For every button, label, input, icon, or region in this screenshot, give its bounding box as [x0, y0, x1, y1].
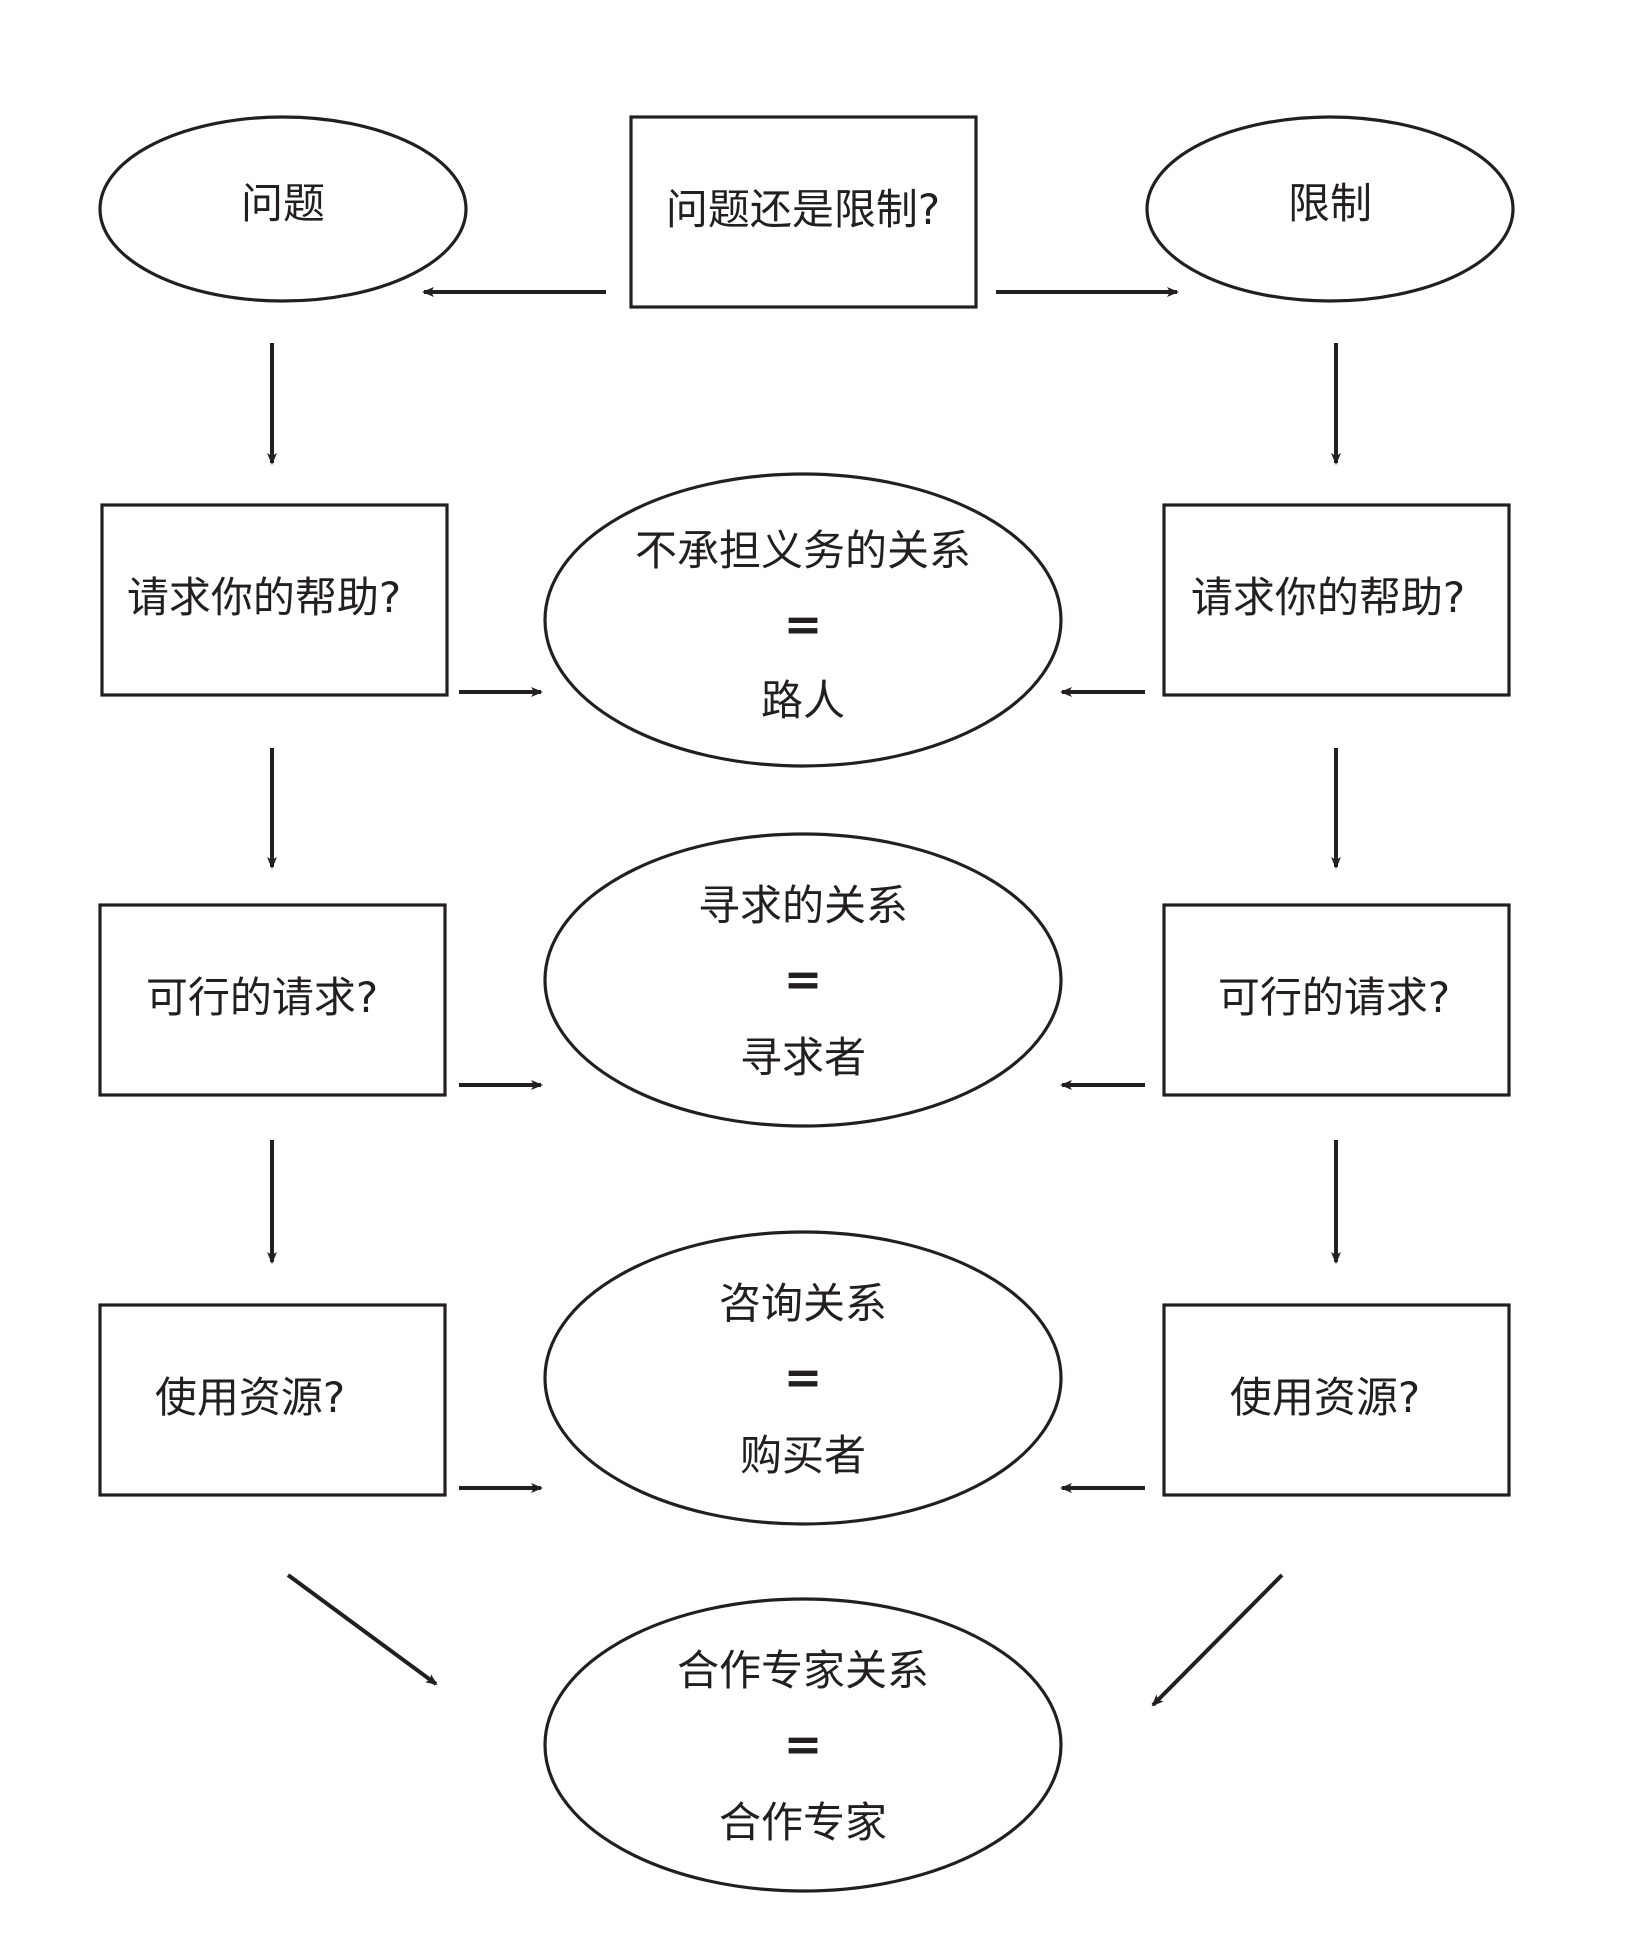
ask-help-right-label: 请求你的帮助? [1191, 573, 1465, 622]
consult-relation-label: 咨询关系 [719, 1279, 887, 1328]
bystander-role-label: 路人 [761, 676, 845, 725]
arrow-right-to-partner [1151, 1573, 1284, 1707]
limit-ellipse: 限制 [1145, 115, 1515, 303]
feasible-left-box: 可行的请求? [98, 903, 447, 1097]
ask-help-right-box: 请求你的帮助? [1162, 503, 1511, 697]
use-resources-left-label: 使用资源? [155, 1373, 345, 1422]
use-resources-left-box: 使用资源? [98, 1303, 447, 1497]
feasible-right-box: 可行的请求? [1162, 903, 1511, 1097]
bystander-relation-label: 不承担义务的关系 [635, 526, 971, 575]
seeker-role-label: 寻求者 [740, 1033, 866, 1082]
partner-role-label: 合作专家 [719, 1798, 887, 1847]
problem-ellipse: 问题 [98, 115, 468, 303]
root-question-box: 问题还是限制? [629, 115, 978, 309]
feasible-right-label: 可行的请求? [1218, 973, 1450, 1022]
partner-relation-label: 合作专家关系 [677, 1646, 929, 1695]
problem-label: 问题 [241, 179, 325, 228]
seeker-relation-ellipse: 寻求的关系 = 寻求者 [543, 832, 1063, 1128]
use-resources-right-box: 使用资源? [1162, 1303, 1511, 1497]
feasible-left-label: 可行的请求? [146, 973, 378, 1022]
arrow-left-to-partner [286, 1573, 438, 1686]
consult-relation-ellipse: 咨询关系 = 购买者 [543, 1230, 1063, 1526]
seeker-equals-sign: = [784, 952, 823, 1006]
limit-label: 限制 [1288, 179, 1372, 228]
partner-equals-sign: = [784, 1717, 823, 1771]
partner-relation-ellipse: 合作专家关系 = 合作专家 [543, 1597, 1063, 1893]
bystander-relation-ellipse: 不承担义务的关系 = 路人 [543, 472, 1063, 768]
consult-equals-sign: = [784, 1350, 823, 1404]
use-resources-right-label: 使用资源? [1230, 1373, 1420, 1422]
root-question-label: 问题还是限制? [666, 185, 940, 234]
bystander-equals-sign: = [784, 597, 823, 651]
seeker-relation-label: 寻求的关系 [698, 881, 908, 930]
ask-help-left-label: 请求你的帮助? [127, 573, 401, 622]
consult-role-label: 购买者 [740, 1431, 866, 1480]
ask-help-left-box: 请求你的帮助? [100, 503, 449, 697]
